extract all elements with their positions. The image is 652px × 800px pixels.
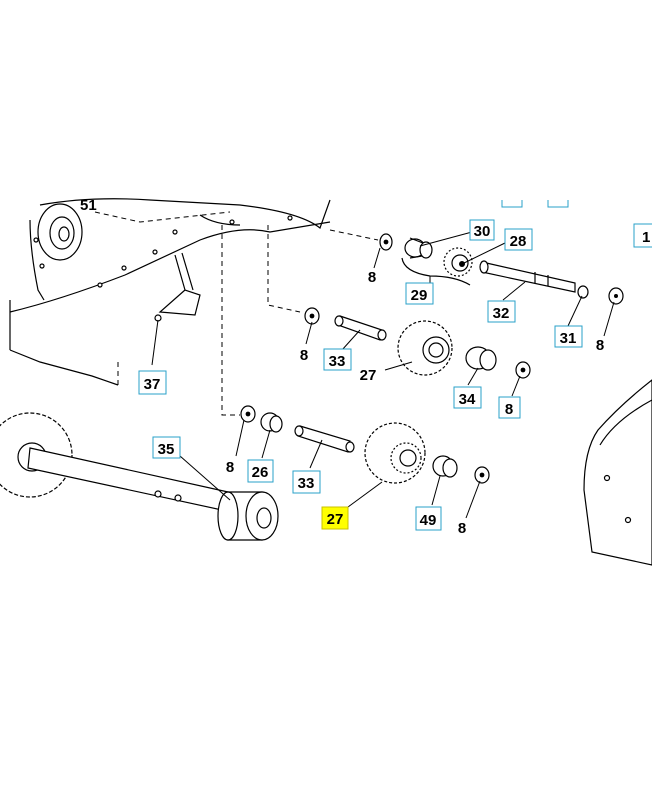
callout-34: 34 (453, 386, 482, 409)
callout-33-middle: 33 (323, 348, 352, 371)
callout-35: 35 (152, 436, 181, 459)
gearbox-housing: 51 (9, 197, 331, 386)
bracket-37 (151, 252, 201, 366)
callout-49: 49 (415, 506, 442, 531)
middle-shaft-group (304, 307, 531, 379)
svg-text:29: 29 (411, 287, 428, 304)
partial-label-1: 1 (642, 229, 650, 246)
callout-37: 37 (138, 370, 167, 395)
leader-lines (235, 231, 615, 519)
svg-text:26: 26 (252, 464, 269, 481)
label-27-middle: 27 (360, 367, 377, 384)
svg-text:49: 49 (420, 512, 437, 529)
callout-32: 32 (487, 300, 516, 323)
lower-shaft-group (240, 405, 490, 484)
callout-28: 28 (504, 228, 533, 251)
label-8-lower-right: 8 (458, 520, 466, 537)
svg-text:27: 27 (327, 511, 344, 528)
svg-text:34: 34 (459, 391, 476, 408)
partial-callout-right: 1 (501, 200, 652, 248)
callout-30: 30 (469, 219, 495, 241)
callout-33-lower: 33 (292, 470, 321, 494)
svg-text:28: 28 (510, 233, 527, 250)
label-8-middle: 8 (300, 347, 308, 364)
svg-text:33: 33 (298, 475, 315, 492)
label-8-upper-right: 8 (596, 337, 604, 354)
label-8-upper-left: 8 (368, 269, 376, 286)
svg-text:8: 8 (505, 401, 513, 418)
label-8-lower-left: 8 (226, 459, 234, 476)
callout-31: 31 (554, 325, 583, 348)
svg-text:32: 32 (493, 305, 510, 322)
svg-text:30: 30 (474, 223, 491, 240)
svg-text:33: 33 (329, 353, 346, 370)
callout-29: 29 (405, 282, 434, 305)
axle-assembly (0, 412, 279, 541)
partial-label-51: 51 (80, 197, 97, 214)
upper-shaft-group (379, 233, 624, 305)
svg-text:37: 37 (144, 376, 161, 393)
callout-27-highlighted: 27 (321, 506, 349, 530)
right-frame (583, 379, 652, 566)
svg-text:31: 31 (560, 330, 577, 347)
assembly-lines (94, 211, 379, 416)
svg-text:35: 35 (158, 441, 175, 458)
callout-8-boxed: 8 (498, 396, 521, 419)
callout-26: 26 (247, 459, 274, 483)
